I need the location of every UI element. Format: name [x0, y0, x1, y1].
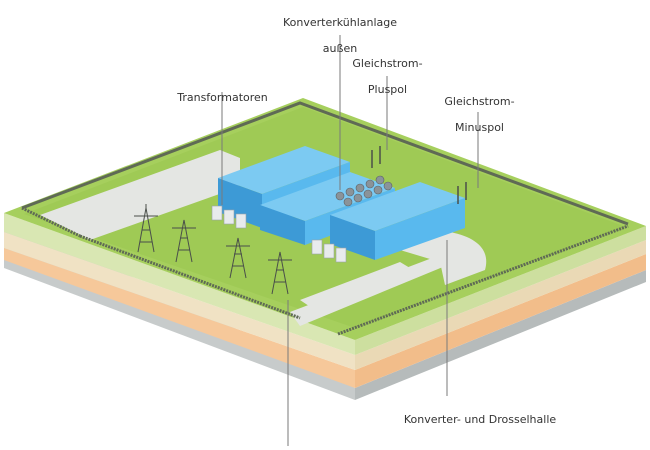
slab-right-light: [355, 226, 646, 355]
fence-left: [21, 206, 81, 238]
hall-c-side: [375, 198, 465, 260]
road-left: [40, 150, 240, 240]
leader-lines: [221, 35, 479, 446]
label-cooling: Konverterkühlanlage außen: [270, 3, 410, 55]
label-dc-minus: Gleichstrom- Minuspol: [432, 82, 527, 134]
slab-left-orange: [4, 248, 355, 388]
slab-right-gray: [355, 270, 646, 400]
label-dc-plus-line2: Pluspol: [367, 83, 408, 96]
pylon-1: [134, 204, 158, 253]
fence-front: [79, 234, 301, 320]
label-dc-minus-line1: Gleichstrom-: [444, 95, 515, 108]
slab-left-beige: [4, 232, 355, 370]
slab-right-beige: [355, 240, 646, 370]
label-dc-plus: Gleichstrom- Pluspol: [340, 44, 435, 96]
label-cooling-line1: Konverterkühlanlage: [282, 16, 398, 29]
fence-back: [21, 101, 629, 226]
label-transformers-text: Transformatoren: [177, 91, 268, 104]
slab-right-orange: [355, 254, 646, 388]
road-bottom: [300, 262, 410, 308]
transformer-1: [211, 205, 223, 221]
fence-front-right: [337, 224, 629, 336]
road-right: [400, 232, 487, 285]
fence-icon: [21, 101, 629, 336]
hall-c-roof: [330, 182, 465, 231]
ground-slab: [4, 213, 646, 400]
slab-left-light: [4, 213, 355, 355]
dc-pole-icon: [371, 146, 467, 204]
transformer-3: [235, 213, 247, 229]
pylon-icon: [134, 204, 292, 295]
roads: [40, 150, 487, 326]
label-dc-plus-line1: Gleichstrom-: [352, 57, 423, 70]
hall-a-roof: [218, 146, 350, 194]
hall-b-front: [260, 205, 305, 245]
label-converter-hall: Konverter- und Drosselhalle: [380, 400, 580, 426]
label-converter-hall-text: Konverter- und Drosselhalle: [403, 413, 557, 426]
pylon-4: [268, 251, 292, 295]
label-transformers: Transformatoren: [160, 78, 285, 104]
transformer-6: [335, 247, 347, 263]
hall-c-front: [330, 215, 375, 260]
transformer-5: [323, 243, 335, 259]
label-dc-minus-line2: Minuspol: [455, 121, 504, 134]
label-cooling-line2: außen: [322, 42, 358, 55]
pylon-3: [226, 237, 250, 279]
cooler-icon: [335, 175, 393, 207]
pylon-2: [172, 219, 196, 263]
transformer-2: [223, 209, 235, 225]
road-front: [290, 255, 455, 326]
transformer-icon: [211, 205, 347, 263]
transformer-4: [311, 239, 323, 255]
